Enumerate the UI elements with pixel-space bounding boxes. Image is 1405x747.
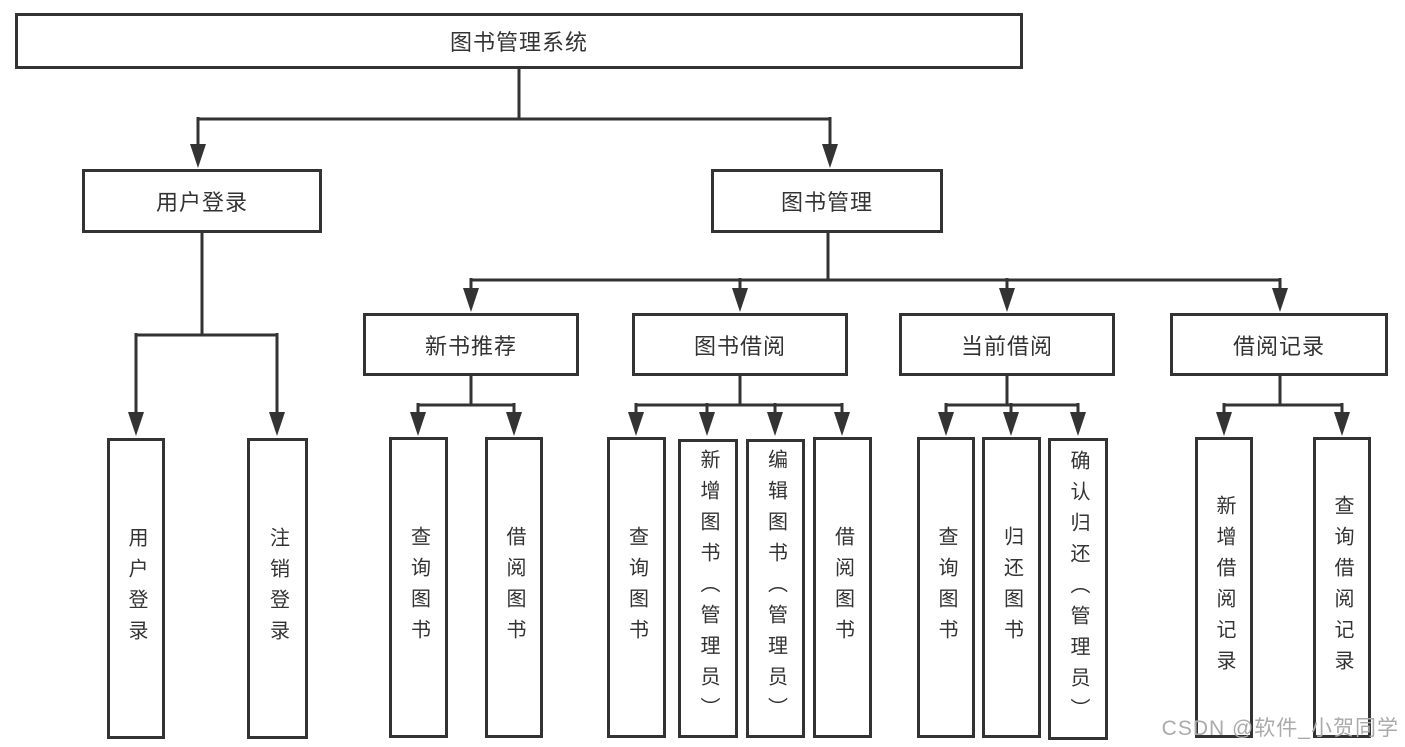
node-label: 新增图书（管理员） (697, 449, 719, 728)
leaf-records-query-borrow-record: 查询借阅记录 (1313, 437, 1371, 738)
node-label: 确认归还（管理员） (1067, 449, 1089, 729)
leaf-current-query-books: 查询图书 (917, 437, 975, 738)
node-label: 查询借阅记录 (1331, 494, 1353, 681)
csdn-watermark: CSDN @软件_小贺同学 (1161, 717, 1399, 740)
node-library-management-system: 图书管理系统 (15, 13, 1023, 69)
node-label: 查询图书 (625, 525, 648, 650)
leaf-current-confirm-return-admin: 确认归还（管理员） (1048, 438, 1108, 740)
node-new-book-recommend: 新书推荐 (363, 313, 579, 376)
node-user-login: 用户登录 (82, 169, 322, 233)
leaf-newbook-query-books: 查询图书 (389, 437, 448, 738)
leaf-borrow-add-books-admin: 新增图书（管理员） (678, 439, 738, 738)
node-label: 注销登录 (266, 526, 289, 651)
leaf-logout: 注销登录 (247, 438, 308, 739)
node-label: 编辑图书（管理员） (764, 449, 787, 728)
node-label: 借阅图书 (503, 525, 525, 650)
node-borrow-records: 借阅记录 (1170, 313, 1388, 376)
leaf-current-return-books: 归还图书 (982, 437, 1041, 738)
node-label: 查询图书 (407, 525, 430, 650)
node-label: 借阅图书 (831, 525, 854, 650)
node-label: 借阅记录 (1232, 333, 1325, 359)
node-label: 用户登录 (155, 190, 248, 215)
node-label: 图书管理系统 (449, 30, 588, 55)
leaf-user-login: 用户登录 (107, 438, 165, 739)
node-label: 新增借阅记录 (1213, 494, 1235, 681)
leaf-records-add-borrow-record: 新增借阅记录 (1195, 437, 1253, 738)
node-book-management: 图书管理 (711, 169, 943, 233)
leaf-borrow-query-books: 查询图书 (607, 437, 666, 738)
node-label: 用户登录 (125, 526, 147, 651)
node-label: 图书管理 (780, 190, 873, 215)
node-label: 查询图书 (935, 525, 957, 650)
node-label: 图书借阅 (693, 333, 786, 359)
leaf-newbook-borrow-books: 借阅图书 (485, 437, 543, 738)
leaf-borrow-edit-books-admin: 编辑图书（管理员） (746, 439, 805, 738)
node-book-borrow: 图书借阅 (632, 313, 848, 376)
leaf-borrow-borrow-books: 借阅图书 (813, 437, 872, 738)
node-current-borrow: 当前借阅 (899, 313, 1115, 376)
node-label: 当前借阅 (960, 333, 1053, 359)
node-label: 新书推荐 (424, 333, 517, 359)
node-label: 归还图书 (1000, 525, 1023, 650)
